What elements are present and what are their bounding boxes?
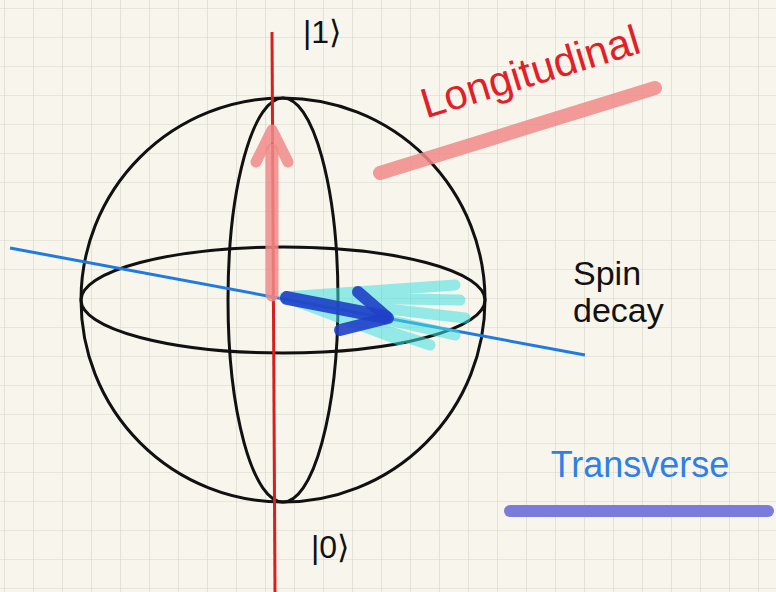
- longitudinal-arrowhead: [256, 130, 288, 162]
- longitudinal-vector: [266, 150, 279, 295]
- spin-decay-spread: [285, 285, 465, 345]
- state-label: |0⟩: [311, 530, 349, 565]
- axis-label: Transverse: [551, 445, 730, 485]
- note-label: Spin decay: [573, 255, 683, 330]
- z-axis: [272, 32, 275, 592]
- highlight-underline: [510, 505, 768, 517]
- axis-label: Longitudinal: [415, 17, 645, 127]
- state-label: |1⟩: [303, 15, 341, 50]
- transverse-arrowhead: [340, 292, 388, 330]
- transverse-axis: [10, 248, 585, 355]
- equator-ellipse: [81, 247, 485, 353]
